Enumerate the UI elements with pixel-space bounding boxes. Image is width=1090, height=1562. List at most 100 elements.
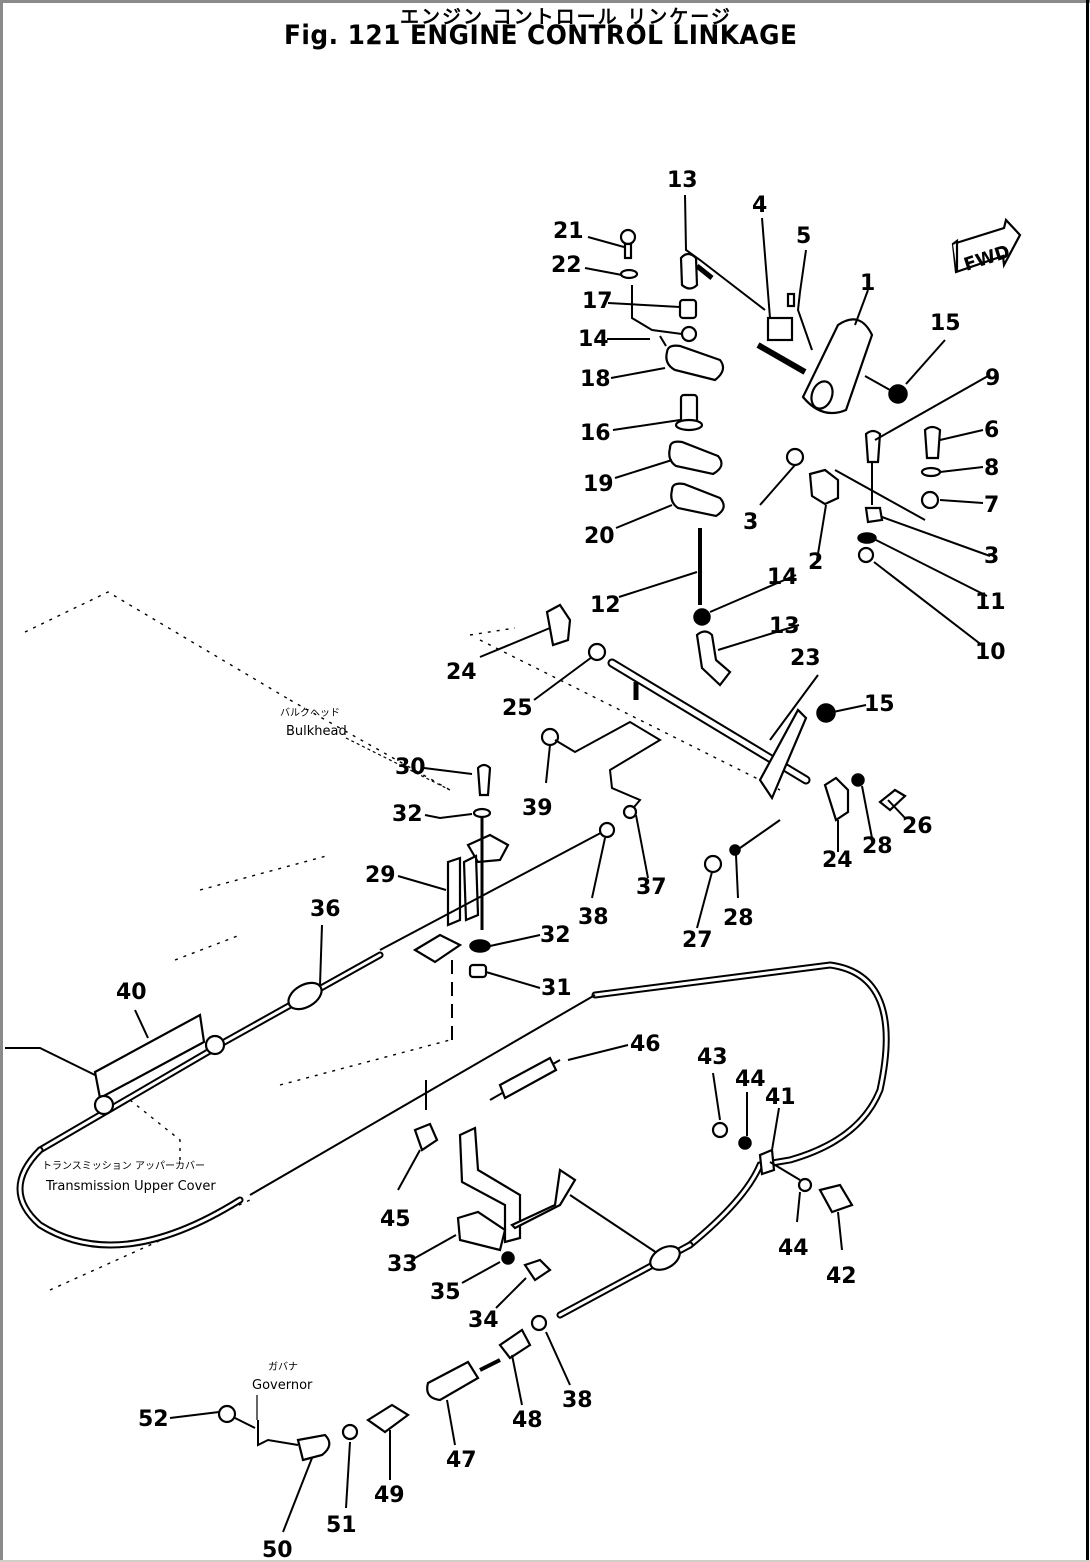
callout-part-6: 6 (984, 418, 999, 443)
callout-part-18: 18 (580, 367, 611, 392)
annotation-bulkhead: バルクヘッド Bulkhead (280, 707, 451, 791)
bolt-shank-part-21 (623, 242, 633, 260)
reference-outlines (24, 591, 781, 1291)
callout-part-47: 47 (446, 1448, 477, 1473)
bushing-part-25 (587, 642, 607, 662)
cable-wire (379, 827, 611, 951)
callout-part-33: 33 (387, 1252, 418, 1277)
cable-nut-part-36 (287, 981, 323, 1011)
callout-part-48: 48 (512, 1408, 543, 1433)
callout-part-2: 2 (808, 550, 823, 575)
elbow-part-50 (296, 1433, 331, 1462)
bracket-upper-part-33 (458, 1126, 522, 1244)
transmission-cover-label: Transmission Upper Cover (45, 1179, 216, 1194)
frame-border-right (1086, 0, 1089, 1562)
elbow-part-13 (679, 252, 699, 290)
bolt-part-26 (878, 788, 907, 812)
right-linkage-cluster (785, 425, 942, 564)
callout-part-8: 8 (984, 456, 999, 481)
washer-part-14b (693, 608, 711, 626)
nut-part-43 (711, 1121, 729, 1139)
callout-part-13: 13 (769, 614, 800, 639)
callout-part-49: 49 (374, 1483, 405, 1508)
bulkhead-label: Bulkhead (286, 724, 347, 739)
callout-part-35: 35 (430, 1280, 461, 1305)
bolt-part-6 (923, 425, 942, 460)
bolt-head-part-21 (619, 228, 637, 246)
callout-part-26: 26 (902, 814, 933, 839)
frame-border-left (0, 0, 3, 1562)
nut-part-15b (816, 703, 836, 723)
washer-part-28b (729, 844, 741, 856)
callout-part-32: 32 (540, 923, 571, 948)
callout-part-31: 31 (541, 976, 572, 1001)
callout-part-17: 17 (582, 289, 613, 314)
washer-part-11 (857, 532, 877, 544)
plate-part-20 (670, 482, 725, 518)
bushing-part-17 (678, 298, 698, 320)
callout-part-15: 15 (864, 692, 895, 717)
annotation-transmission-upper-cover: トランスミッション アッパーカバー Transmission Upper Cov… (42, 1160, 216, 1194)
frame-border-bottom (0, 1560, 1090, 1562)
block-part-2 (808, 468, 840, 506)
gasket-part-19 (668, 440, 723, 476)
callout-part-16: 16 (580, 421, 611, 446)
annotation-governor: ガバナ Governor (252, 1361, 313, 1420)
callout-part-9: 9 (985, 366, 1000, 391)
callout-part-14: 14 (767, 565, 798, 590)
washer-part-35 (501, 1251, 515, 1265)
nut-part-52 (217, 1404, 237, 1424)
elbow-part-13b (695, 630, 732, 687)
clip-part-41 (758, 1148, 776, 1176)
cross-shaft-assembly (540, 603, 907, 874)
bulkhead-edge-dashed-2 (174, 934, 241, 961)
bracket-arm-part-46 (510, 1168, 577, 1230)
bulkhead-outline-dashed (289, 699, 451, 791)
callout-part-38: 38 (578, 905, 609, 930)
bolt-part-30 (476, 763, 492, 797)
bracket-part-24a (545, 603, 572, 647)
lower-bracket-assembly (413, 1056, 854, 1282)
nut-part-38a (598, 821, 616, 839)
nut-part-38b (530, 1314, 548, 1332)
callout-part-5: 5 (796, 224, 811, 249)
bulkhead-edge-dashed (199, 854, 331, 891)
upper-parts-stack (619, 228, 725, 605)
bulkhead-label-jp: バルクヘッド (280, 707, 340, 719)
plate-part-4 (766, 316, 794, 342)
washer-part-8 (920, 466, 942, 478)
clamp-part-40b (93, 1094, 115, 1116)
callout-part-32: 32 (392, 802, 423, 827)
callout-part-44: 44 (735, 1067, 766, 1092)
callout-part-28: 28 (723, 906, 754, 931)
governor-linkage-assembly (217, 1241, 694, 1462)
gasket-part-18 (665, 344, 725, 382)
nut-part-31 (468, 963, 488, 979)
bracket-part-29 (446, 856, 462, 927)
callout-part-30: 30 (395, 755, 426, 780)
callout-part-3: 3 (743, 510, 758, 535)
sleeve-part-47 (426, 1360, 480, 1402)
callout-part-7: 7 (984, 493, 999, 518)
callout-part-1: 1 (860, 271, 875, 296)
callout-part-24: 24 (822, 848, 853, 873)
callout-part-21: 21 (553, 219, 584, 244)
callout-part-29: 29 (365, 863, 396, 888)
washer-part-14 (680, 325, 698, 343)
lever-shaft-part-4 (756, 342, 807, 375)
callout-part-39: 39 (522, 796, 553, 821)
bracket-part-33 (456, 1210, 507, 1252)
callout-part-50: 50 (262, 1538, 293, 1562)
callout-part-3: 3 (984, 544, 999, 569)
callout-part-45: 45 (380, 1207, 411, 1232)
callout-part-4: 4 (752, 193, 767, 218)
callout-part-52: 52 (138, 1407, 169, 1432)
nut-part-15 (888, 384, 908, 404)
governor-label: Governor (252, 1378, 313, 1393)
bracket-outline-dashed (469, 627, 516, 636)
bolt-part-34 (523, 1258, 552, 1282)
connector-part-49 (366, 1403, 410, 1434)
callout-part-22: 22 (551, 253, 582, 278)
bushing-part-3b (864, 506, 884, 524)
